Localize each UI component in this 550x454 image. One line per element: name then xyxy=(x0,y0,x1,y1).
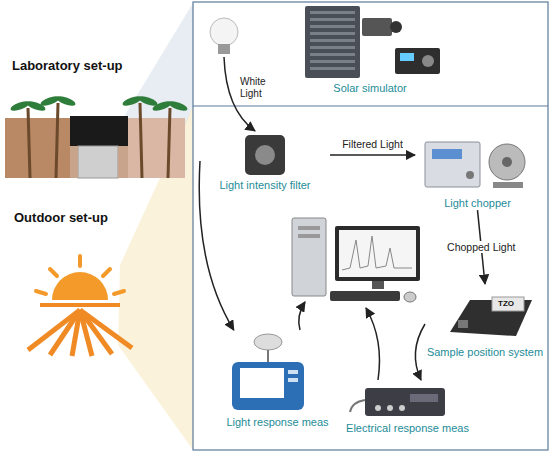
panel-divider xyxy=(193,105,548,106)
device-caption: Solar simulator xyxy=(290,82,450,95)
light-fan xyxy=(118,106,193,450)
device-node: Light intensity filter xyxy=(200,131,330,192)
device-node: Electrical response meas xyxy=(340,380,475,435)
sun-illustration xyxy=(28,256,132,356)
filter-icon xyxy=(245,135,285,175)
sample-tag: TZO xyxy=(498,299,514,308)
panel-frame xyxy=(193,2,548,450)
device-node: Light chopper xyxy=(415,131,540,210)
light-meter-icon xyxy=(232,334,304,410)
building-illustration xyxy=(5,94,189,178)
sample-stage-icon xyxy=(450,297,532,336)
device-node: Solar simulator xyxy=(290,4,450,95)
setup-heading: Laboratory set-up xyxy=(12,58,123,73)
device-node: Light response meas xyxy=(215,330,340,429)
data-arrow xyxy=(299,302,305,330)
flow-arrow xyxy=(330,154,415,156)
device-caption: Electrical response meas xyxy=(340,422,475,435)
edge-label: Filtered Light xyxy=(340,138,405,151)
data-arrow xyxy=(366,308,380,380)
solar-simulator-icon xyxy=(305,6,440,78)
light-bulb xyxy=(210,18,238,54)
light-label: White Light xyxy=(240,76,276,99)
device-caption: Light chopper xyxy=(415,197,540,210)
light-fan xyxy=(125,3,193,178)
device-caption: Sample position system xyxy=(425,346,545,359)
electrical-meter-icon xyxy=(350,388,445,416)
edge-label: Chopped Light xyxy=(445,241,517,254)
device-caption: Light intensity filter xyxy=(200,179,330,192)
chopper-icon xyxy=(425,142,525,188)
flow-arrow xyxy=(415,324,425,380)
device-caption: Light response meas xyxy=(215,416,340,429)
setup-heading: Outdoor set-up xyxy=(14,210,108,225)
device-node: Sample position system xyxy=(425,284,545,359)
computer-icon xyxy=(292,218,420,302)
